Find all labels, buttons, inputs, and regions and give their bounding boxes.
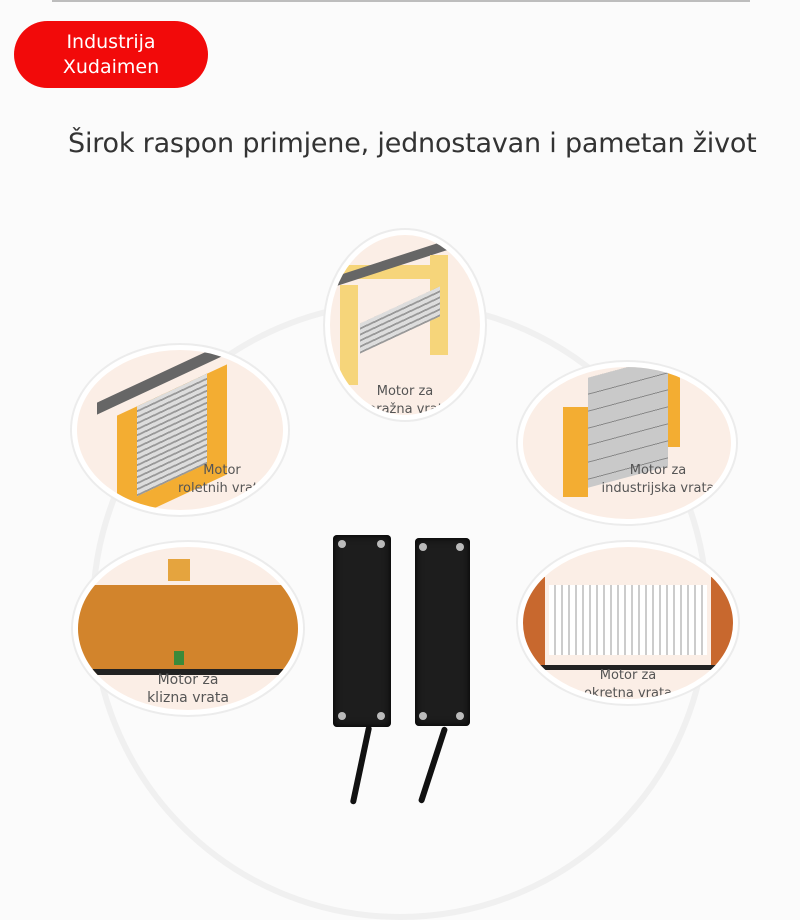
application-roller-door: Motor roletnih vrata (72, 345, 288, 515)
application-swing-gate: Motor za okretna vrata (518, 542, 738, 704)
headline: Širok raspon primjene, jednostavan i pam… (68, 128, 757, 159)
app-label-1: Motor za (157, 672, 219, 688)
top-divider (52, 0, 750, 2)
app-label-2: klizna vrata (147, 690, 229, 706)
app-label-2: roletnih vrata (177, 481, 266, 496)
app-label-2: industrijska vrata (601, 481, 715, 496)
app-label-1: Motor za (629, 463, 687, 478)
brand-line-1: Industrija (66, 30, 156, 53)
application-garage-door: Motor za garažna vrata (325, 230, 485, 420)
app-label-2: garažna vrata (360, 402, 451, 417)
application-sliding-gate: Motor za klizna vrata (73, 542, 303, 715)
app-label-1: Motor za (376, 384, 434, 399)
app-label-1: Motor (203, 463, 241, 478)
brand-badge: Industrija Xudaimen (14, 21, 208, 88)
app-label-2: okretna vrata (583, 686, 673, 701)
application-industrial-door: Motor za industrijska vrata (518, 362, 736, 524)
app-label-1: Motor za (599, 668, 657, 683)
brand-line-2: Xudaimen (62, 55, 160, 78)
